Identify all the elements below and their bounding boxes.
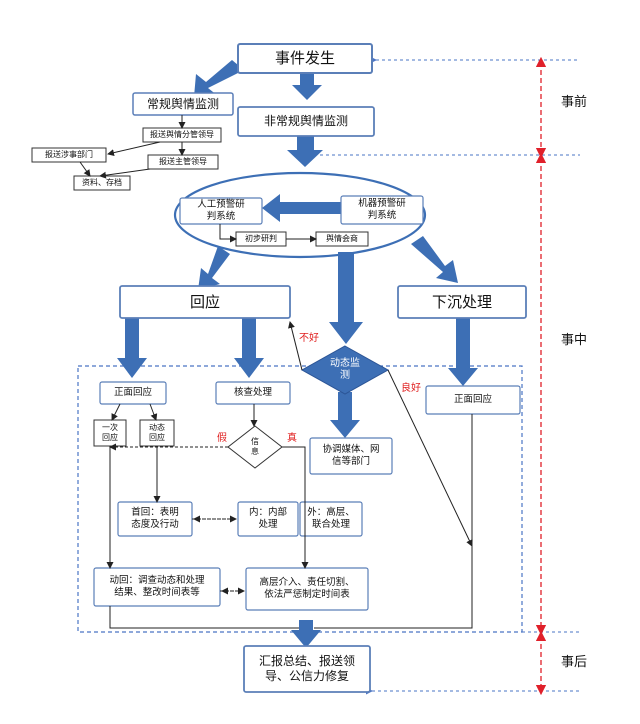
box-event-occur [237, 43, 373, 74]
arrow-into-summary [291, 620, 321, 648]
arrow-respond-positive [117, 318, 147, 378]
arrow-respond-verify [234, 318, 264, 378]
box-verify [215, 381, 291, 405]
box-dynamic-response [139, 419, 175, 447]
arrow-event-nonroutine [292, 72, 322, 100]
box-internal [237, 501, 299, 537]
box-respond [119, 285, 291, 319]
box-archive [73, 175, 131, 191]
box-positive-right [425, 385, 521, 415]
thick-arrows [117, 60, 478, 648]
arrow-sink-positive [448, 318, 478, 386]
box-first-return [117, 501, 193, 537]
warning-ellipse [173, 171, 427, 259]
box-summary [243, 645, 371, 693]
box-dynamic-return [93, 567, 221, 607]
arrow-ellipse-respond [198, 246, 230, 290]
box-report-main [147, 154, 219, 170]
box-senior [245, 567, 369, 611]
box-machine-warning [340, 195, 424, 225]
box-sink-handle [397, 285, 527, 319]
diamond-information [227, 425, 283, 469]
arrow-ellipse-dynamic [329, 252, 363, 344]
box-manual-warning [179, 197, 263, 225]
box-external [299, 501, 363, 537]
box-first-response [93, 419, 127, 447]
box-report-dept [31, 147, 107, 163]
box-consultation [315, 231, 369, 247]
arrow-machine-manual [262, 194, 341, 222]
box-report-leader [142, 127, 222, 143]
box-nonroutine-monitor [237, 106, 375, 137]
box-initial [235, 231, 287, 247]
arrow-nonroutine-ellipse [287, 136, 323, 167]
diamond-dynamic-monitor [300, 345, 390, 395]
arrow-event-routine [194, 60, 244, 97]
box-coordinate [309, 437, 393, 475]
arrow-dynamic-coordinate [330, 392, 360, 438]
box-positive-left [99, 381, 167, 405]
arrow-ellipse-sink [411, 236, 458, 283]
box-routine-monitor [132, 92, 234, 116]
